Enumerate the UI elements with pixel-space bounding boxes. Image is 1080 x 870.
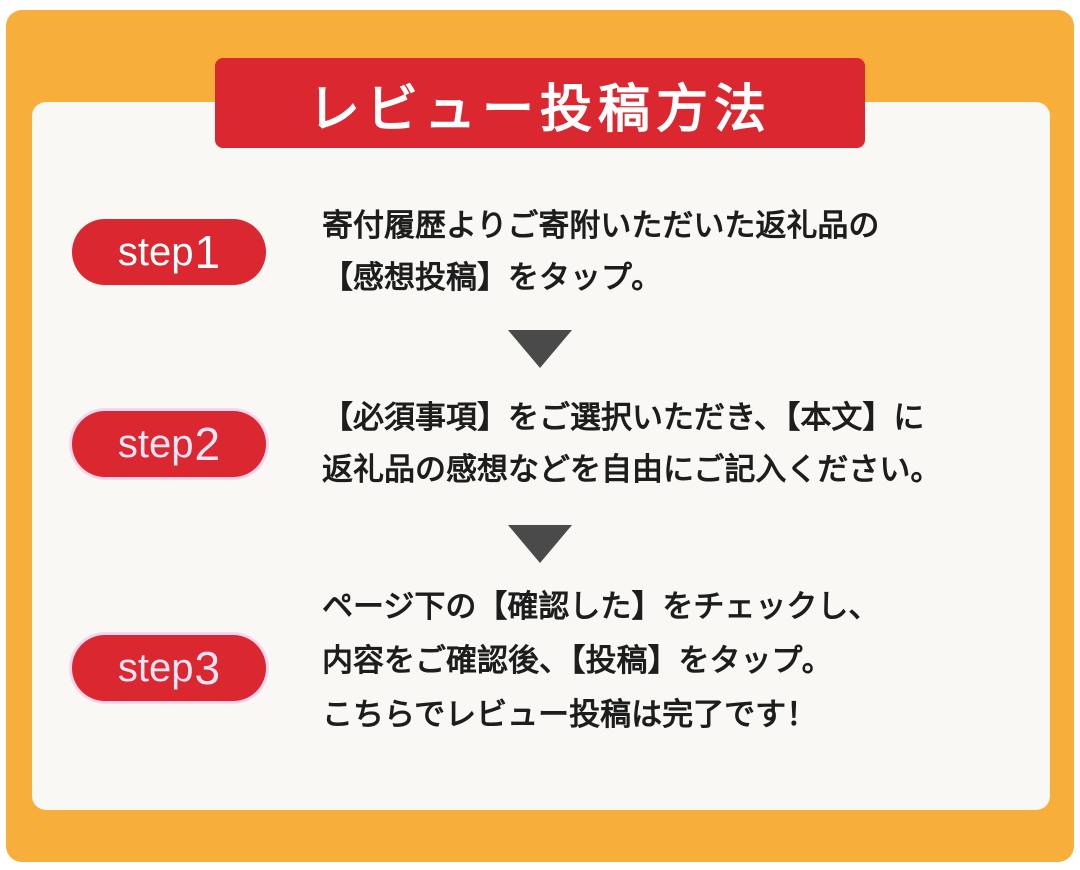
step-3-number: 3 [194,642,221,694]
step-3-line-1: ページ下の【確認した】をチェックし、 [322,589,880,625]
step-1-word: step [117,229,194,274]
step-3-line-2: 内容をご確認後、【投稿】をタップ。 [322,643,833,679]
step-2-line-2: 返礼品の感想などを自由にご記入ください。 [322,452,942,488]
step-2-line-1: 【必須事項】をご選択いただき、【本文】に [322,400,925,436]
step-2-text: 【必須事項】をご選択いただき、【本文】に 返礼品の感想などを自由にご記入ください… [322,392,1042,496]
step-3-line-3: こちらでレビュー投稿は完了です！ [322,697,818,733]
step-1-line-1: 寄付履歴よりご寄附いただいた返礼品の [322,208,880,244]
step-2-number: 2 [194,418,221,470]
step-3-text: ページ下の【確認した】をチェックし、 内容をご確認後、【投稿】をタップ。 こちら… [322,580,1042,742]
down-arrow-icon [508,525,572,563]
step-1-number: 1 [194,226,221,278]
down-arrow-icon [508,330,572,368]
step-2-word: step [117,421,194,466]
step-1-line-2: 【感想投稿】をタップ。 [322,260,663,296]
step-3-word: step [117,645,194,690]
page-title: レビュー投稿方法 [215,58,865,148]
step-1-text: 寄付履歴よりご寄附いただいた返礼品の 【感想投稿】をタップ。 [322,200,1042,304]
